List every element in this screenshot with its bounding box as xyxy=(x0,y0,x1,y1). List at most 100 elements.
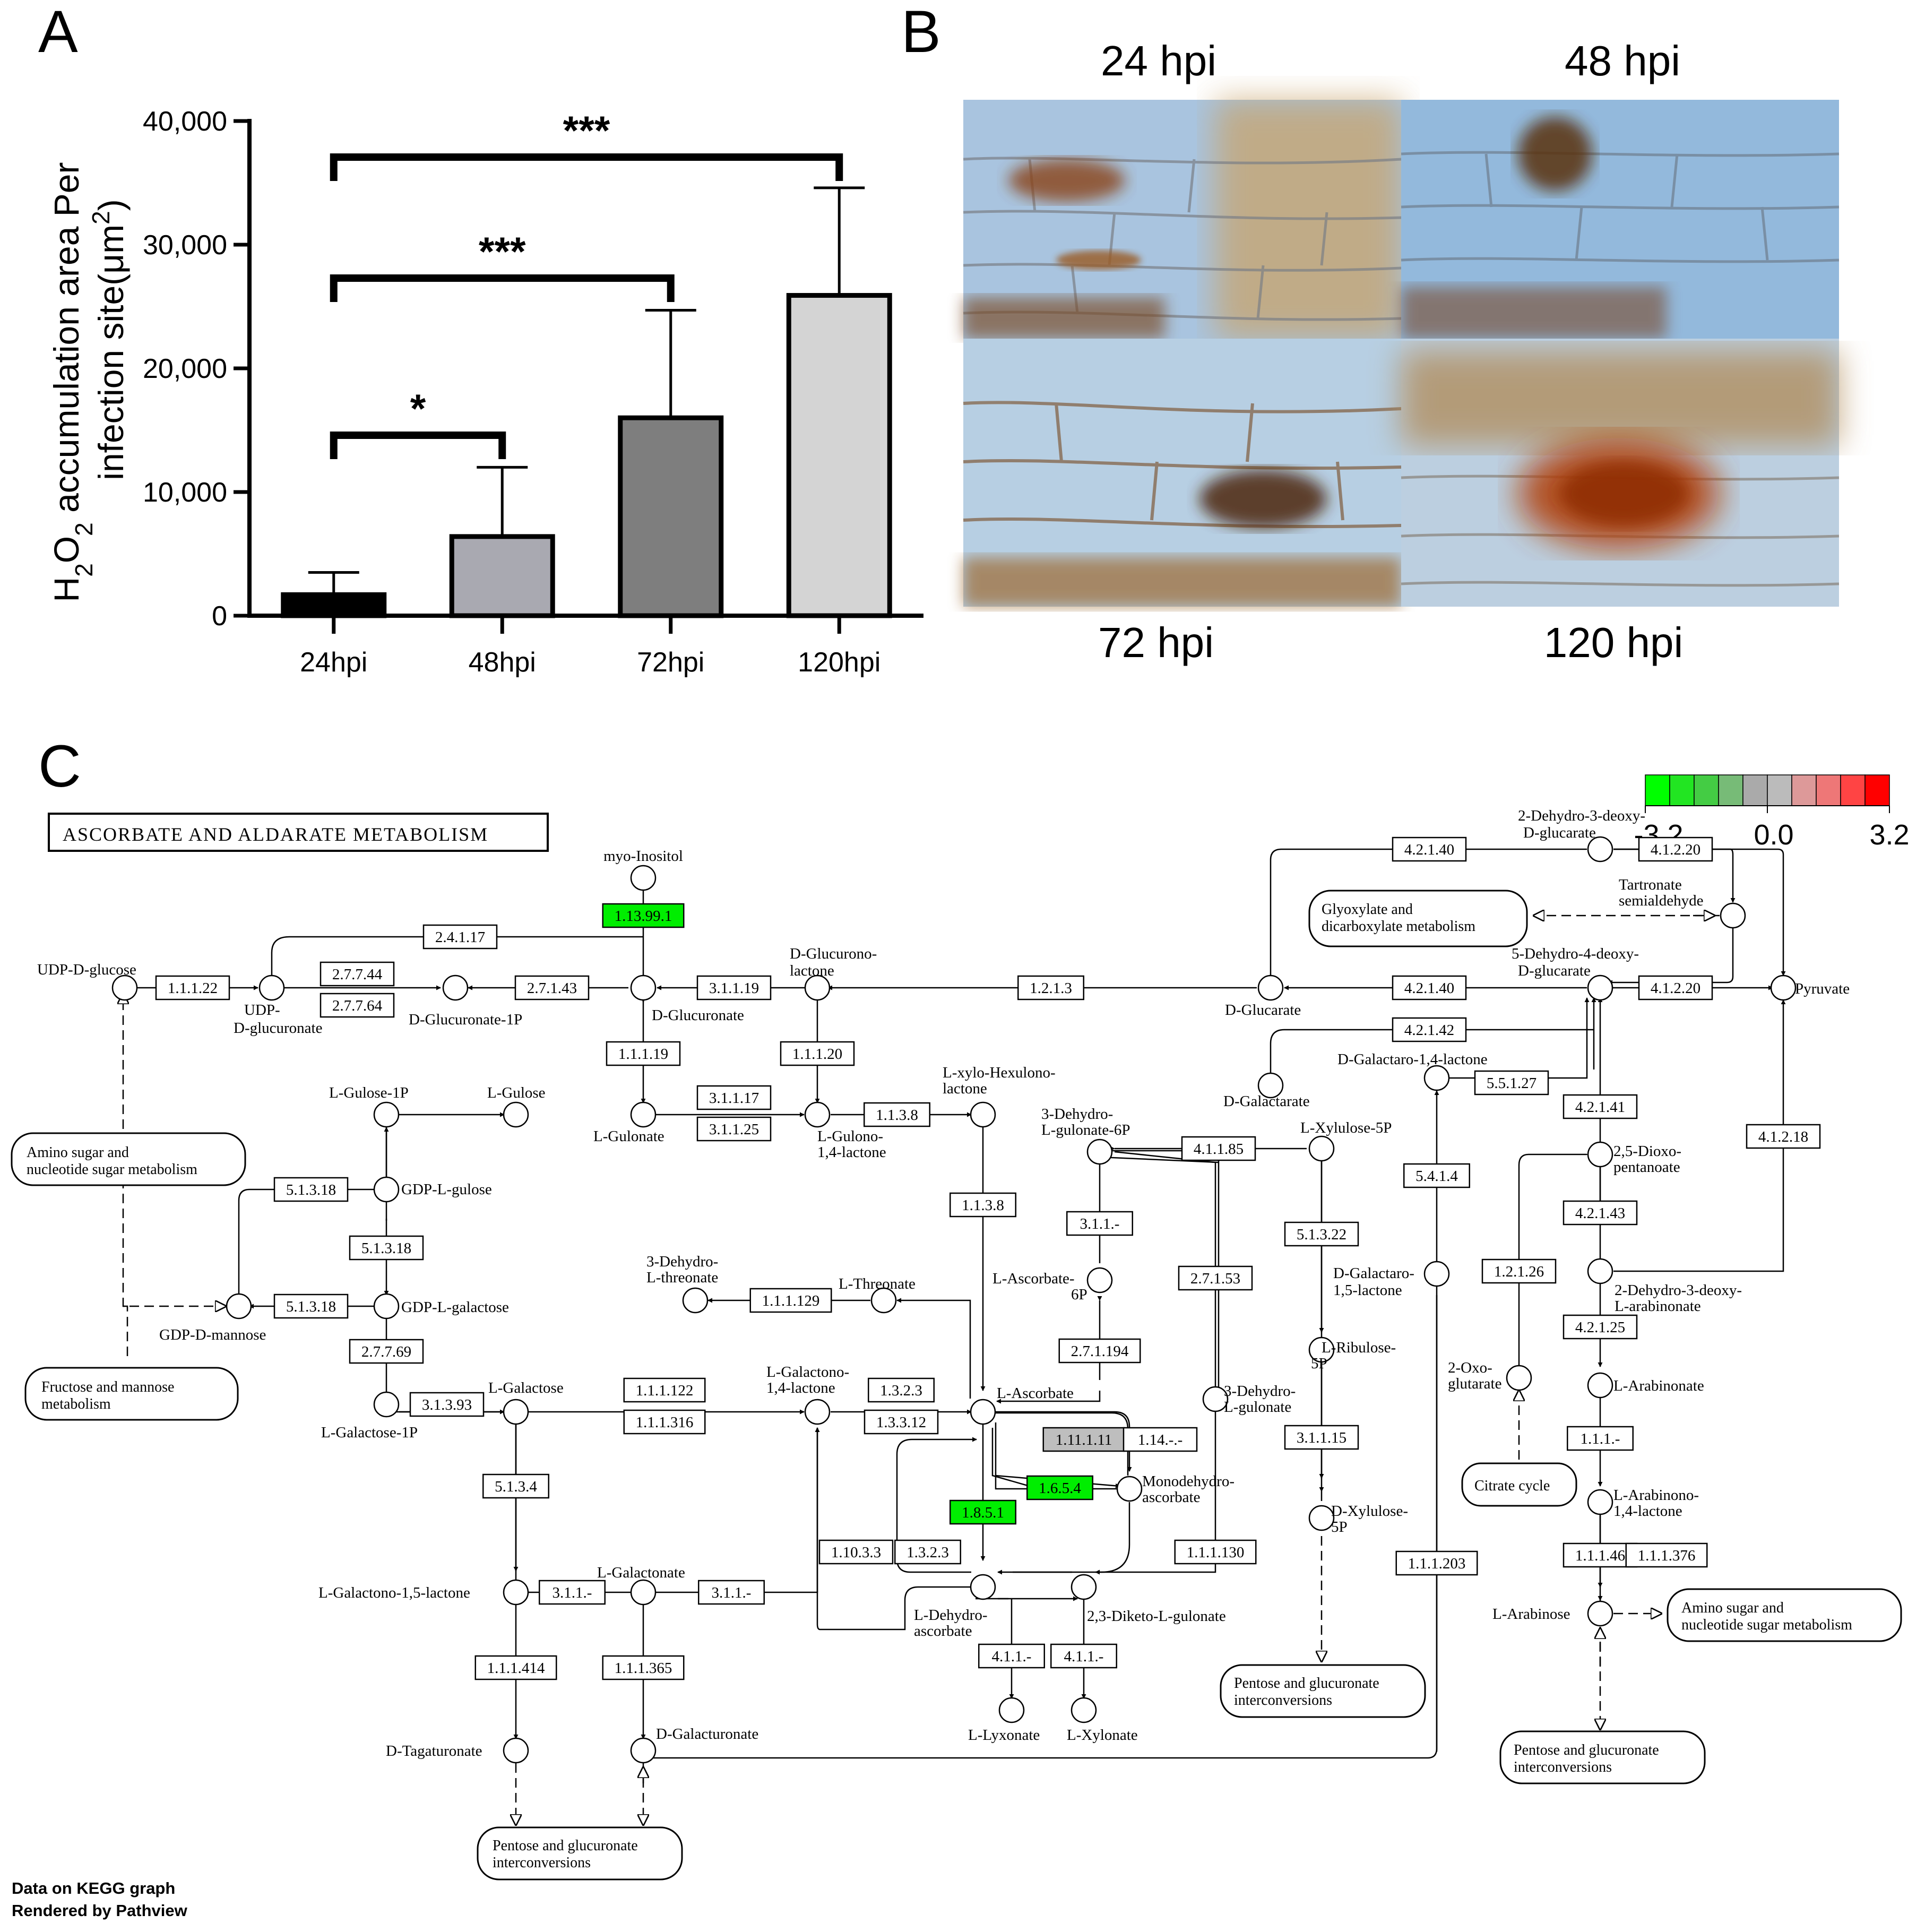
enzyme-1-1-1-20[interactable]: 1.1.1.20 xyxy=(780,1041,855,1066)
enzyme-2-7-7-44[interactable]: 2.7.7.44 xyxy=(320,961,395,987)
enzyme-3-1-1--[interactable]: 3.1.1.- xyxy=(1066,1211,1133,1236)
label-3-dehydro-l-gulonate-2: L-gulonate xyxy=(1224,1399,1291,1416)
enzyme-3-1-1-19[interactable]: 3.1.1.19 xyxy=(696,975,772,1000)
enzyme-4-2-1-40[interactable]: 4.2.1.40 xyxy=(1392,836,1467,862)
enzyme-1-1-1-130[interactable]: 1.1.1.130 xyxy=(1174,1539,1257,1565)
enzyme-4-2-1-41[interactable]: 4.2.1.41 xyxy=(1563,1094,1638,1119)
enzyme-5-5-1-27[interactable]: 5.5.1.27 xyxy=(1474,1070,1549,1096)
significance-bracket xyxy=(330,153,843,181)
enzyme-1-14----[interactable]: 1.14.-.- xyxy=(1123,1427,1198,1452)
label-l-xylo-hexulonolactone-1: L-xylo-Hexulono- xyxy=(943,1064,1056,1081)
label-l-gulono-lactone-2: 1,4-lactone xyxy=(817,1144,886,1161)
pathway-pentose-c[interactable] xyxy=(477,1826,683,1881)
enzyme-1-1-1--[interactable]: 1.1.1.- xyxy=(1567,1426,1634,1451)
enzyme-1-1-3-8[interactable]: 1.1.3.8 xyxy=(864,1102,930,1127)
enzyme-5-4-1-4[interactable]: 5.4.1.4 xyxy=(1403,1163,1470,1188)
pathway-citrate-cycle[interactable] xyxy=(1461,1462,1577,1507)
enzyme-3-1-1-25[interactable]: 3.1.1.25 xyxy=(696,1116,772,1142)
pathway-glyoxylate[interactable] xyxy=(1308,890,1528,947)
label-l-gulono-lactone-1: L-Gulono- xyxy=(817,1128,883,1145)
compound-l-gulonate xyxy=(630,1101,657,1128)
label-d-xylulose-5p-1: D-Xylulose- xyxy=(1331,1503,1408,1520)
compound-d-xylulose-5p xyxy=(1308,1505,1335,1531)
y-tick-label: 10,000 xyxy=(143,477,227,508)
label-gdp-l-galactose: GDP-L-galactose xyxy=(401,1299,509,1316)
enzyme-4-1-2-20[interactable]: 4.1.2.20 xyxy=(1638,975,1713,1000)
compound-l-galactono-lactone xyxy=(804,1399,831,1425)
enzyme-2-4-1-17[interactable]: 2.4.1.17 xyxy=(422,924,498,950)
enzyme-1-1-1-414[interactable]: 1.1.1.414 xyxy=(474,1655,557,1680)
x-tick-label: 72hpi xyxy=(637,647,704,678)
enzyme-label: 4.1.2.20 xyxy=(1651,841,1700,858)
bar-24hpi xyxy=(281,592,387,618)
enzyme-3-1-3-93[interactable]: 3.1.3.93 xyxy=(409,1392,485,1417)
enzyme-1-1-1-203[interactable]: 1.1.1.203 xyxy=(1395,1550,1478,1576)
enzyme-1-3-2-3[interactable]: 1.3.2.3 xyxy=(894,1539,961,1565)
enzyme-2-7-1-194[interactable]: 2.7.1.194 xyxy=(1058,1338,1141,1364)
enzyme-1-11-1-11[interactable]: 1.11.1.11 xyxy=(1042,1427,1125,1452)
label-d-galactarate: D-Galactarate xyxy=(1223,1093,1310,1110)
enzyme-2-7-1-43[interactable]: 2.7.1.43 xyxy=(514,975,590,1000)
enzyme-5-1-3-18[interactable]: 5.1.3.18 xyxy=(273,1293,349,1319)
enzyme-1-2-1-3[interactable]: 1.2.1.3 xyxy=(1017,975,1084,1000)
enzyme-1-6-5-4[interactable]: 1.6.5.4 xyxy=(1026,1475,1093,1500)
compound-pyruvate xyxy=(1770,974,1797,1001)
enzyme-1-8-5-1[interactable]: 1.8.5.1 xyxy=(949,1499,1016,1525)
enzyme-4-2-1-42[interactable]: 4.2.1.42 xyxy=(1392,1017,1467,1042)
enzyme-label: 1.8.5.1 xyxy=(962,1504,1004,1521)
enzyme-2-7-1-53[interactable]: 2.7.1.53 xyxy=(1178,1265,1253,1291)
enzyme-4-1-2-20[interactable]: 4.1.2.20 xyxy=(1638,836,1713,862)
enzyme-1-3-3-12[interactable]: 1.3.3.12 xyxy=(864,1409,939,1435)
bar-72hpi xyxy=(618,415,724,618)
pathway-pentose-b[interactable] xyxy=(1499,1730,1706,1784)
compound-d-galactaro-1-4-lactone xyxy=(1423,1065,1450,1091)
enzyme-3-1-1-15[interactable]: 3.1.1.15 xyxy=(1284,1425,1359,1450)
pathway-amino-sugar[interactable] xyxy=(11,1132,246,1186)
pathway-fructose-mannose[interactable] xyxy=(24,1367,239,1421)
enzyme-1-13-99-1[interactable]: 1.13.99.1 xyxy=(602,903,685,928)
enzyme-2-7-7-64[interactable]: 2.7.7.64 xyxy=(320,993,395,1018)
scale-swatch xyxy=(1816,774,1841,806)
enzyme-1-1-1-22[interactable]: 1.1.1.22 xyxy=(155,975,230,1000)
enzyme-5-1-3-18[interactable]: 5.1.3.18 xyxy=(273,1177,349,1202)
enzyme-1-1-1-376[interactable]: 1.1.1.376 xyxy=(1625,1542,1708,1568)
enzyme-1-1-1-316[interactable]: 1.1.1.316 xyxy=(623,1409,706,1435)
label-2-dehydro-3-deoxy-l-arabinonate-2: L-arabinonate xyxy=(1615,1298,1701,1315)
enzyme-4-1-2-18[interactable]: 4.1.2.18 xyxy=(1746,1124,1821,1149)
enzyme-5-1-3-22[interactable]: 5.1.3.22 xyxy=(1284,1221,1359,1247)
enzyme-3-1-1-17[interactable]: 3.1.1.17 xyxy=(696,1085,772,1110)
enzyme-3-1-1--[interactable]: 3.1.1.- xyxy=(698,1580,765,1605)
enzyme-4-1-1--[interactable]: 4.1.1.- xyxy=(1050,1643,1117,1669)
enzyme-3-1-1--[interactable]: 3.1.1.- xyxy=(539,1580,606,1605)
micrograph-grid: 24 hpi 48 hpi 72 hpi 120 hpi xyxy=(963,37,1840,666)
pathway-pentose-a[interactable] xyxy=(1220,1664,1426,1718)
credit-line-1: Data on KEGG graph xyxy=(12,1879,175,1898)
enzyme-4-1-1--[interactable]: 4.1.1.- xyxy=(978,1643,1045,1669)
bar-120hpi xyxy=(786,293,892,618)
enzyme-label: 1.1.1.365 xyxy=(615,1660,672,1677)
micrograph-48hpi xyxy=(1401,100,1840,339)
enzyme-1-1-1-365[interactable]: 1.1.1.365 xyxy=(602,1655,685,1680)
enzyme-1-1-1-122[interactable]: 1.1.1.122 xyxy=(623,1377,706,1403)
enzyme-4-2-1-40[interactable]: 4.2.1.40 xyxy=(1392,975,1467,1000)
enzyme-5-1-3-4[interactable]: 5.1.3.4 xyxy=(482,1473,549,1499)
enzyme-1-2-1-26[interactable]: 1.2.1.26 xyxy=(1481,1258,1557,1284)
enzyme-1-1-1-129[interactable]: 1.1.1.129 xyxy=(749,1288,832,1313)
enzyme-2-7-7-69[interactable]: 2.7.7.69 xyxy=(349,1339,424,1364)
enzyme-4-1-1-85[interactable]: 4.1.1.85 xyxy=(1181,1136,1256,1161)
enzyme-4-2-1-43[interactable]: 4.2.1.43 xyxy=(1563,1200,1638,1226)
enzyme-1-1-3-8[interactable]: 1.1.3.8 xyxy=(949,1192,1016,1218)
enzyme-5-1-3-18[interactable]: 5.1.3.18 xyxy=(349,1235,424,1261)
enzyme-1-3-2-3[interactable]: 1.3.2.3 xyxy=(868,1377,935,1403)
enzyme-4-2-1-25[interactable]: 4.2.1.25 xyxy=(1563,1314,1638,1340)
enzyme-1-1-1-19[interactable]: 1.1.1.19 xyxy=(606,1041,681,1066)
enzyme-label: 3.1.1.- xyxy=(553,1584,592,1601)
pathway-amino-sugar-b[interactable] xyxy=(1667,1588,1902,1642)
compound-d-galactaro-1-5-lactone xyxy=(1423,1261,1450,1287)
enzyme-label: 1.13.99.1 xyxy=(615,908,672,925)
micrograph-72hpi xyxy=(963,339,1402,607)
compound-2-dehydro-3-deoxy-l-arabinonate xyxy=(1587,1258,1613,1284)
enzyme-1-10-3-3[interactable]: 1.10.3.3 xyxy=(818,1539,894,1565)
enzyme-label: 3.1.1.15 xyxy=(1297,1429,1346,1446)
compound-gdp-l-gulose xyxy=(373,1176,400,1203)
